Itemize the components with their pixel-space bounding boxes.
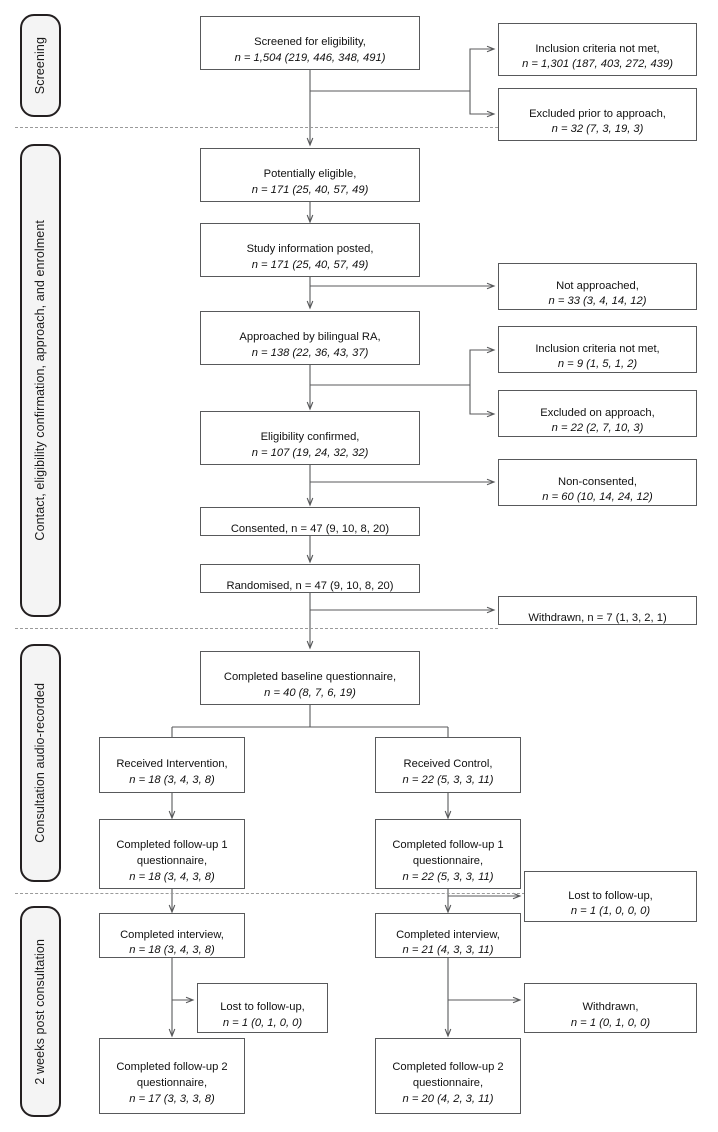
- node-potentially-eligible[interactable]: Potentially eligible,n = 171 (25, 40, 57…: [200, 148, 420, 202]
- node-completed-followup1-control[interactable]: Completed follow-up 1 questionnaire,n = …: [375, 819, 521, 889]
- node-consented[interactable]: Consented, n = 47 (9, 10, 8, 20): [200, 507, 420, 536]
- node-text: Not approached,n = 33 (3, 4, 14, 12): [548, 279, 647, 308]
- stage-divider-consultation: [15, 893, 525, 894]
- node-excluded-on-approach[interactable]: Excluded on approach,n = 22 (2, 7, 10, 3…: [498, 390, 697, 437]
- node-text: Withdrawn,n = 1 (0, 1, 0, 0): [570, 1001, 651, 1029]
- stage-pill-consultation: Consultation audio-recorded: [20, 644, 61, 882]
- node-text: Completed follow-up 2 questionnaire,n = …: [116, 1061, 228, 1105]
- stage-pill-contact: Contact, eligibility confirmation, appro…: [20, 144, 61, 617]
- node-study-information-posted[interactable]: Study information posted,n = 171 (25, 40…: [200, 223, 420, 277]
- node-text: Completed interview,n = 21 (4, 3, 3, 11): [396, 928, 500, 957]
- node-text: Consented, n = 47 (9, 10, 8, 20): [230, 522, 390, 535]
- node-excluded-prior-to-approach[interactable]: Excluded prior to approach,n = 32 (7, 3,…: [498, 88, 697, 141]
- node-text: Randomised, n = 47 (9, 10, 8, 20): [226, 579, 394, 592]
- stage-label-consultation: Consultation audio-recorded: [33, 683, 48, 843]
- stage-label-screening: Screening: [33, 36, 48, 95]
- node-text: Inclusion criteria not met,n = 9 (1, 5, …: [535, 342, 660, 371]
- node-completed-interview-intervention[interactable]: Completed interview,n = 18 (3, 4, 3, 8): [99, 913, 245, 958]
- node-text: Approached by bilingual RA,n = 138 (22, …: [239, 331, 381, 359]
- node-text: Inclusion criteria not met,n = 1,301 (18…: [522, 42, 673, 71]
- node-text: Potentially eligible,n = 171 (25, 40, 57…: [251, 168, 369, 196]
- node-text: Completed follow-up 1 questionnaire,n = …: [116, 839, 228, 883]
- node-text: Completed baseline questionnaire,n = 40 …: [223, 671, 397, 699]
- node-non-consented[interactable]: Non-consented,n = 60 (10, 14, 24, 12): [498, 459, 697, 506]
- node-approached-by-bilingual-ra[interactable]: Approached by bilingual RA,n = 138 (22, …: [200, 311, 420, 365]
- node-completed-baseline-questionnaire[interactable]: Completed baseline questionnaire,n = 40 …: [200, 651, 420, 705]
- node-lost-to-followup-intervention-2[interactable]: Lost to follow-up,n = 1 (0, 1, 0, 0): [197, 983, 328, 1033]
- node-text: Lost to follow-up,n = 1 (1, 0, 0, 0): [568, 889, 653, 918]
- node-inclusion-criteria-not-met-2[interactable]: Inclusion criteria not met,n = 9 (1, 5, …: [498, 326, 697, 373]
- node-inclusion-criteria-not-met[interactable]: Inclusion criteria not met,n = 1,301 (18…: [498, 23, 697, 76]
- node-text: Completed follow-up 2 questionnaire,n = …: [392, 1061, 504, 1105]
- node-completed-interview-control[interactable]: Completed interview,n = 21 (4, 3, 3, 11): [375, 913, 521, 958]
- node-text: Completed follow-up 1 questionnaire,n = …: [392, 839, 504, 883]
- node-text: Received Control,n = 22 (5, 3, 3, 11): [402, 758, 494, 786]
- node-text: Study information posted,n = 171 (25, 40…: [246, 243, 374, 271]
- stage-pill-screening: Screening: [20, 14, 61, 117]
- node-lost-to-followup-control[interactable]: Lost to follow-up,n = 1 (1, 0, 0, 0): [524, 871, 697, 922]
- node-text: Withdrawn, n = 7 (1, 3, 2, 1): [528, 611, 667, 624]
- node-completed-followup1-intervention[interactable]: Completed follow-up 1 questionnaire,n = …: [99, 819, 245, 889]
- stage-label-contact: Contact, eligibility confirmation, appro…: [33, 220, 48, 541]
- node-text: Excluded on approach,n = 22 (2, 7, 10, 3…: [540, 406, 655, 435]
- node-text: Completed interview,n = 18 (3, 4, 3, 8): [120, 928, 224, 957]
- node-received-control[interactable]: Received Control,n = 22 (5, 3, 3, 11): [375, 737, 521, 793]
- node-withdrawn-control-2[interactable]: Withdrawn,n = 1 (0, 1, 0, 0): [524, 983, 697, 1033]
- stage-divider-screening: [15, 127, 498, 128]
- node-not-approached[interactable]: Not approached,n = 33 (3, 4, 14, 12): [498, 263, 697, 310]
- node-text: Received Intervention,n = 18 (3, 4, 3, 8…: [116, 758, 228, 786]
- node-text: Screened for eligibility,n = 1,504 (219,…: [234, 36, 386, 64]
- node-eligibility-confirmed[interactable]: Eligibility confirmed,n = 107 (19, 24, 3…: [200, 411, 420, 465]
- node-text: Excluded prior to approach,n = 32 (7, 3,…: [529, 107, 666, 136]
- node-text: Non-consented,n = 60 (10, 14, 24, 12): [542, 475, 653, 504]
- stage-label-post-consultation: 2 weeks post consultation: [33, 938, 48, 1085]
- stage-pill-post-consultation: 2 weeks post consultation: [20, 906, 61, 1117]
- node-completed-followup2-control[interactable]: Completed follow-up 2 questionnaire,n = …: [375, 1038, 521, 1114]
- node-text: Lost to follow-up,n = 1 (0, 1, 0, 0): [220, 1001, 305, 1029]
- node-completed-followup2-intervention[interactable]: Completed follow-up 2 questionnaire,n = …: [99, 1038, 245, 1114]
- node-randomised[interactable]: Randomised, n = 47 (9, 10, 8, 20): [200, 564, 420, 593]
- stage-divider-enrolment: [15, 628, 498, 629]
- node-withdrawn-1[interactable]: Withdrawn, n = 7 (1, 3, 2, 1): [498, 596, 697, 625]
- node-received-intervention[interactable]: Received Intervention,n = 18 (3, 4, 3, 8…: [99, 737, 245, 793]
- node-screened-for-eligibility[interactable]: Screened for eligibility,n = 1,504 (219,…: [200, 16, 420, 70]
- node-text: Eligibility confirmed,n = 107 (19, 24, 3…: [251, 431, 369, 459]
